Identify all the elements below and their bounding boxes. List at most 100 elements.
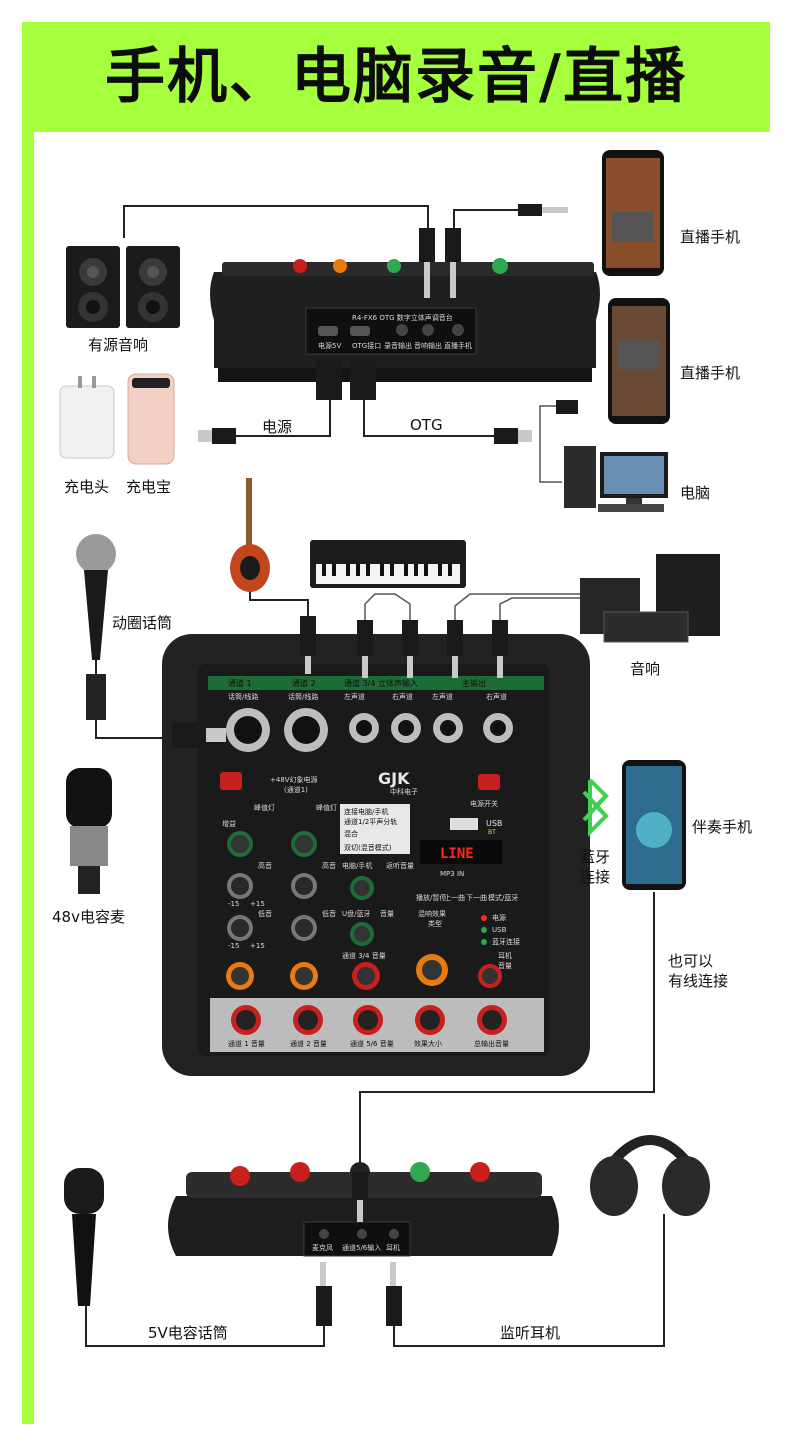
usb-label: USB: [486, 819, 502, 828]
port-label-power: 电源5V: [318, 341, 341, 350]
scale-label-3: -15: [228, 942, 239, 950]
mode-label-3: 混合: [344, 829, 358, 838]
status-led-3: 蓝牙连接: [492, 937, 520, 946]
usb-sub-label: BT: [488, 829, 496, 836]
phone-level-label-1: 电脑/手机: [342, 861, 372, 870]
banner: [22, 22, 770, 132]
phantom-power-sub: (通道1): [284, 785, 308, 794]
section-header-ch2: 通道 2: [292, 678, 316, 688]
live-phone-2-label: 直播手机: [680, 364, 741, 382]
pa-speakers-label: 音响: [630, 660, 661, 678]
eq-label-4: 低音: [322, 909, 336, 918]
live-phone-1-image: [602, 150, 664, 276]
section-header-ch1: 通道 1: [228, 678, 252, 688]
accompany-phone-label: 伴奏手机: [692, 818, 753, 836]
section-header-main: 主输出: [462, 678, 486, 688]
page-title: 手机、电脑录音/直播: [105, 42, 687, 112]
keyboard-image: [310, 540, 466, 588]
mp3-button-2: 上一曲: [444, 893, 465, 902]
bluetooth-icon: [582, 778, 609, 837]
accompany-phone-image: [622, 760, 686, 890]
dynamic-mic-image: [76, 534, 116, 720]
power-cable-label: 电源: [262, 418, 293, 436]
mp3-label: MP3 IN: [440, 870, 464, 878]
live-phone-1-label: 直播手机: [680, 228, 741, 246]
input-label-1: 话筒/线路: [228, 692, 258, 701]
scale-label-4: +15: [250, 942, 265, 950]
wired-note-2: 有线连接: [668, 972, 729, 990]
fader-label-4: 效果大小: [414, 1039, 442, 1048]
bluetooth-label-1: 蓝牙: [580, 848, 611, 866]
peak-label-1: 峰值灯: [254, 803, 275, 812]
effect-label-1: 混响效果: [418, 909, 446, 918]
bottom-port-headphone: 耳机: [386, 1243, 400, 1252]
power-switch-label: 电源开关: [470, 799, 498, 808]
input-label-3: 左声道: [344, 692, 365, 701]
usb-level-label-2: 音量: [380, 909, 394, 918]
condenser-mic-label: 48v电容麦: [52, 908, 125, 926]
scale-label-1: -15: [228, 900, 239, 908]
wired-note-1: 也可以: [668, 952, 714, 970]
ch34-label: 通道 3/4 音量: [342, 951, 386, 960]
bluetooth-label-2: 连接: [580, 868, 611, 886]
port-label-speaker: 音响输出: [414, 341, 442, 350]
mp3-button-1: 播放/暂停: [416, 893, 446, 902]
fader-label-5: 总输出音量: [474, 1039, 509, 1048]
input-label-2: 话筒/线路: [288, 692, 318, 701]
fader-label-1: 通道 1 音量: [228, 1039, 265, 1048]
usb-mic-image: [64, 1168, 104, 1306]
port-label-otg: OTG接口: [352, 341, 381, 350]
fader-label-3: 通道 5/6 音量: [350, 1039, 394, 1048]
mp3-button-4: 模式/蓝牙: [488, 893, 518, 902]
section-header-ch34: 通道 3/4 立体声输入: [344, 678, 418, 688]
main-mixer-image: 通道 1 通道 2 通道 3/4 立体声输入 主输出 话筒/线路 话筒/线路 左…: [162, 634, 590, 1076]
top-mixer-image: R4-FX6 OTG 数字立体声调音台 电源5V OTG接口 录音输出 音响输出…: [210, 258, 600, 382]
input-label-4: 右声道: [392, 692, 413, 701]
status-led-1: 电源: [492, 913, 506, 922]
scale-label-2: +15: [250, 900, 265, 908]
condenser-mic-image: [66, 768, 112, 894]
display-readout: LINE: [440, 846, 474, 862]
dynamic-mic-label: 动圈话筒: [112, 614, 173, 632]
bottom-port-mic: 麦克风: [312, 1243, 333, 1252]
live-phone-2-image: [608, 298, 670, 424]
computer-label: 电脑: [680, 484, 711, 502]
phone-level-label-2: 返听音量: [386, 861, 414, 870]
usb-mic-label: 5V电容话筒: [148, 1324, 228, 1342]
brand-sub: 中科电子: [390, 787, 418, 796]
mode-label-2: 通道1/2平声分轨: [344, 817, 397, 826]
mp3-button-3: 下一曲: [466, 893, 487, 902]
charger-image: [59, 376, 115, 459]
usb-level-label-1: U盘/蓝牙: [342, 909, 370, 918]
headphones-label: 监听耳机: [500, 1324, 561, 1342]
port-label-record: 录音输出: [384, 341, 412, 350]
computer-image: [564, 446, 668, 512]
input-label-5: 左声道: [432, 692, 453, 701]
bottom-port-ch56: 通道5/6输入: [342, 1243, 381, 1252]
phantom-power-label: +48V幻象电源: [270, 775, 318, 784]
mode-label-1: 连接电脑/手机: [344, 807, 388, 816]
peak-label-2: 峰值灯: [316, 803, 337, 812]
input-label-6: 右声道: [486, 692, 507, 701]
headphone-level-label-1: 耳机: [498, 951, 512, 960]
pa-speakers-image: [580, 554, 720, 643]
headphones-image: [590, 1135, 710, 1216]
port-label-phone: 直播手机: [444, 341, 472, 350]
eq-label-2: 高音: [322, 861, 336, 870]
top-mixer-model-label: R4-FX6 OTG 数字立体声调音台: [352, 313, 453, 322]
eq-label-3: 低音: [258, 909, 272, 918]
charger-label: 充电头: [64, 478, 110, 496]
otg-cable-label: OTG: [410, 416, 443, 434]
speakers-label: 有源音响: [88, 336, 149, 354]
active-speakers-image: [66, 246, 180, 328]
powerbank-label: 充电宝: [126, 478, 172, 496]
left-accent-rail: [22, 132, 34, 1424]
eq-label-1: 高音: [258, 861, 272, 870]
effect-label-2: 类型: [428, 919, 442, 928]
brand-logo: GJK: [378, 769, 410, 788]
mode-label-4: 双切(混音模式): [344, 843, 392, 852]
status-led-2: USB: [492, 926, 507, 934]
gain-label: 增益: [222, 819, 236, 828]
guitar-image: [230, 478, 270, 592]
